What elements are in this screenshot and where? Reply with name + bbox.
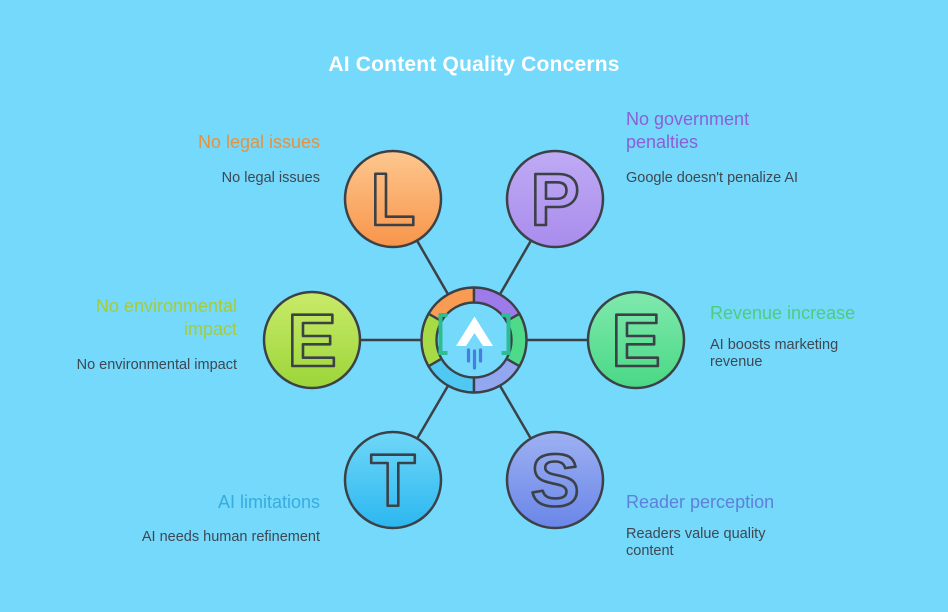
node-letter-perception: S (530, 439, 579, 522)
node-circles: L P E E T S (262, 149, 686, 530)
node-circle-revenue (586, 290, 686, 390)
node-letter-legal: L (370, 158, 415, 241)
ring-segment-legal (427, 286, 476, 323)
node-circle-limitations (343, 430, 443, 530)
node-label-penalties: No government penalties Google doesn't p… (626, 108, 876, 187)
node-title-perception: Reader perception (626, 492, 775, 512)
node-title-penalties: No government penalties (626, 109, 750, 152)
node-subtitle-penalties: Google doesn't penalize AI (626, 170, 799, 186)
node-label-limitations: AI limitations AI needs human refinement (40, 491, 320, 546)
node-circle-legal (343, 149, 443, 249)
node-title-revenue: Revenue increase (710, 303, 856, 323)
node-letter-penalties: P (530, 158, 579, 241)
node-circle-perception (505, 430, 605, 530)
ring-segment-limitations (427, 357, 476, 394)
node-circle-penalties (505, 149, 605, 249)
node-subtitle-legal: No legal issues (221, 170, 320, 186)
rocket-a-icon (456, 316, 493, 346)
node-label-revenue: Revenue increase AI boosts marketing rev… (710, 302, 948, 371)
ring-segment-penalties (472, 286, 521, 323)
left-bracket-icon (438, 313, 448, 355)
node-subtitle-environment: No environmental impact (76, 357, 237, 373)
node-subtitle-revenue: AI boosts marketing revenue (710, 337, 839, 370)
hub-ring (420, 286, 528, 394)
ring-segment-perception (472, 357, 521, 394)
node-subtitle-limitations: AI needs human refinement (141, 529, 320, 545)
node-letter-revenue: E (611, 299, 660, 382)
node-label-environment: No environmental impact No environmental… (0, 295, 237, 374)
right-bracket-icon (501, 313, 511, 355)
thrust-lines-icon (466, 348, 483, 370)
node-letter-limitations: T (370, 439, 415, 522)
page-title: AI Content Quality Concerns (328, 53, 620, 76)
node-label-perception: Reader perception Readers value quality … (626, 491, 876, 560)
node-letter-environment: E (287, 299, 336, 382)
node-circle-environment (262, 290, 362, 390)
node-label-legal: No legal issues No legal issues (40, 131, 320, 187)
hub-logo (438, 313, 511, 370)
node-title-limitations: AI limitations (217, 492, 320, 512)
node-title-environment: No environmental impact (95, 296, 237, 339)
node-subtitle-perception: Readers value quality content (626, 526, 766, 559)
node-title-legal: No legal issues (197, 132, 320, 152)
